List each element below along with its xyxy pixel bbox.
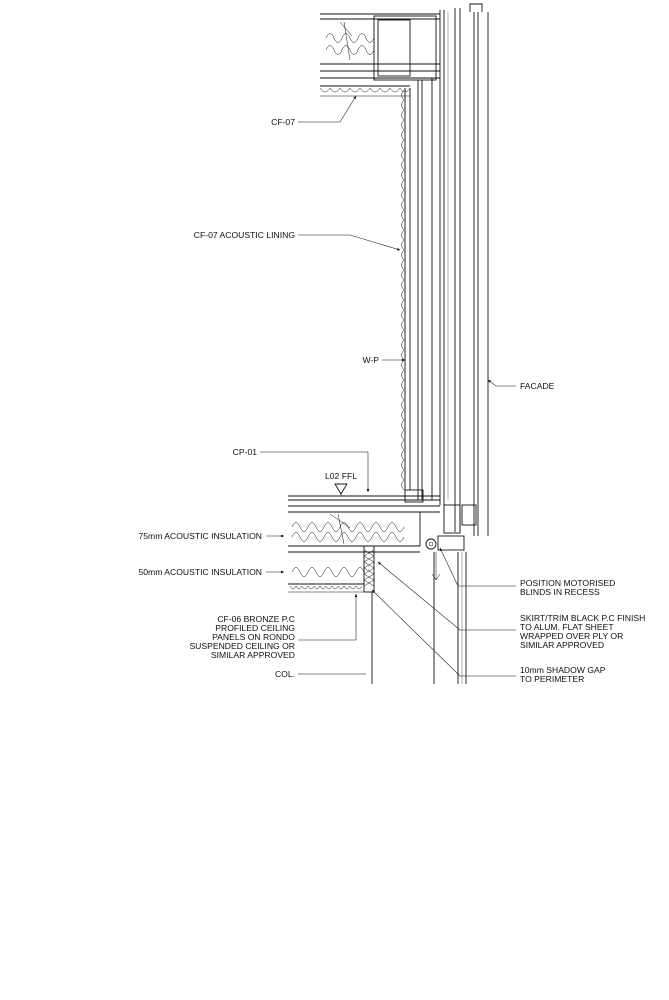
label-cf06-line: PANELS ON RONDO [212, 632, 295, 642]
label-skirt-line: SKIRT/TRIM BLACK P.C FINISH [520, 613, 645, 623]
label-blinds-line: POSITION MOTORISED [520, 578, 615, 588]
label-facade: FACADE [520, 381, 555, 391]
label-skirt-line: SIMILAR APPROVED [520, 640, 604, 650]
label-cf06-line: SUSPENDED CEILING OR [189, 641, 295, 651]
label-blinds-block: POSITION MOTORISED BLINDS IN RECESS [520, 578, 615, 597]
label-col: COL. [275, 669, 295, 679]
label-wp: W-P [362, 355, 379, 365]
label-cf07-acoustic-lining: CF-07 ACOUSTIC LINING [194, 230, 296, 240]
label-shadow-gap-block: 10mm SHADOW GAP TO PERIMETER [520, 665, 606, 684]
label-cf06-line: SIMILAR APPROVED [211, 650, 295, 660]
upper-slab [319, 13, 440, 97]
label-blinds-line: BLINDS IN RECESS [520, 587, 600, 597]
label-cp01: CP-01 [233, 447, 258, 457]
label-shadow-gap-line: 10mm SHADOW GAP [520, 665, 606, 675]
leader-lines [260, 95, 516, 677]
label-skirt-line: WRAPPED OVER PLY OR [520, 631, 623, 641]
label-l02-ffl: L02 FFL [325, 471, 357, 481]
facade-glazing [439, 3, 489, 536]
label-cf06-line: CF-06 BRONZE P.C [217, 614, 295, 624]
label-cf06-line: PROFILED CEILING [215, 623, 295, 633]
label-skirt-block: SKIRT/TRIM BLACK P.C FINISH TO ALUM. FLA… [520, 613, 645, 650]
label-skirt-line: TO ALUM. FLAT SHEET [520, 622, 614, 632]
label-cf07: CF-07 [271, 117, 295, 127]
label-cf06-block: CF-06 BRONZE P.C PROFILED CEILING PANELS… [189, 614, 295, 660]
ffl-level-marker [334, 483, 348, 495]
label-shadow-gap-line: TO PERIMETER [520, 674, 584, 684]
label-50mm-insulation: 50mm ACOUSTIC INSULATION [138, 567, 262, 577]
floor-slab [288, 489, 467, 684]
acoustic-lining-wall [401, 78, 433, 500]
label-75mm-insulation: 75mm ACOUSTIC INSULATION [138, 531, 262, 541]
